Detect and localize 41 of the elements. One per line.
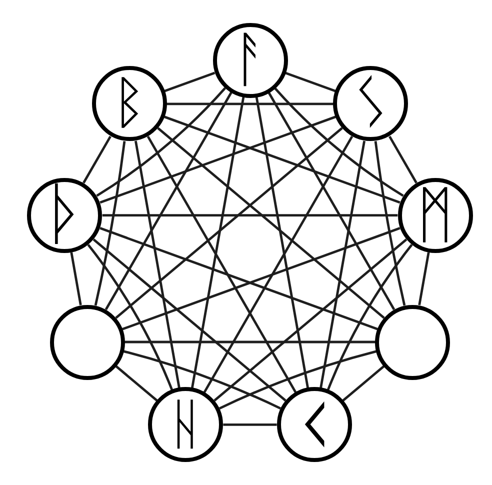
connector-line [274, 87, 404, 197]
connector-line [96, 87, 226, 197]
connector-line [203, 136, 354, 393]
connector-line [388, 136, 418, 184]
connector-line [268, 92, 396, 310]
connector-line [164, 72, 216, 92]
connector-line [82, 136, 112, 184]
connector-line [166, 102, 334, 106]
connector-line [418, 252, 430, 306]
rune-circle: ᛗ [398, 178, 473, 253]
connector-line [255, 96, 309, 388]
connector-line [104, 92, 232, 310]
connector-line [326, 244, 413, 390]
rune-circle: ᚨ [212, 22, 288, 98]
connector-line [342, 365, 385, 402]
connector-line [123, 350, 282, 410]
rune-circle: ᚺ [148, 387, 224, 462]
connector-line [191, 96, 245, 388]
connector-line [94, 141, 126, 306]
connector-line [100, 116, 336, 204]
connector-line [87, 244, 174, 390]
connector-line [284, 72, 336, 92]
connector-line [223, 423, 277, 426]
rune-circle: ᚲ [276, 387, 352, 462]
connector-line [146, 136, 297, 393]
connector-line [115, 365, 158, 402]
connector-line [70, 252, 82, 306]
connector-line [157, 127, 385, 319]
connector-line [92, 238, 286, 402]
connector-line [134, 140, 180, 388]
rune-circle: ᛒ [92, 66, 167, 142]
connector-line [102, 214, 398, 217]
connector-line [218, 350, 377, 410]
connector-line [374, 141, 406, 306]
connector-line [124, 340, 376, 344]
connector-line [115, 127, 343, 319]
connector-line [214, 238, 408, 402]
connector-line [164, 116, 400, 204]
connector-line [320, 140, 366, 388]
rune-circle: ᚦ [27, 178, 102, 253]
rune-circle: ᛊ [333, 66, 408, 142]
